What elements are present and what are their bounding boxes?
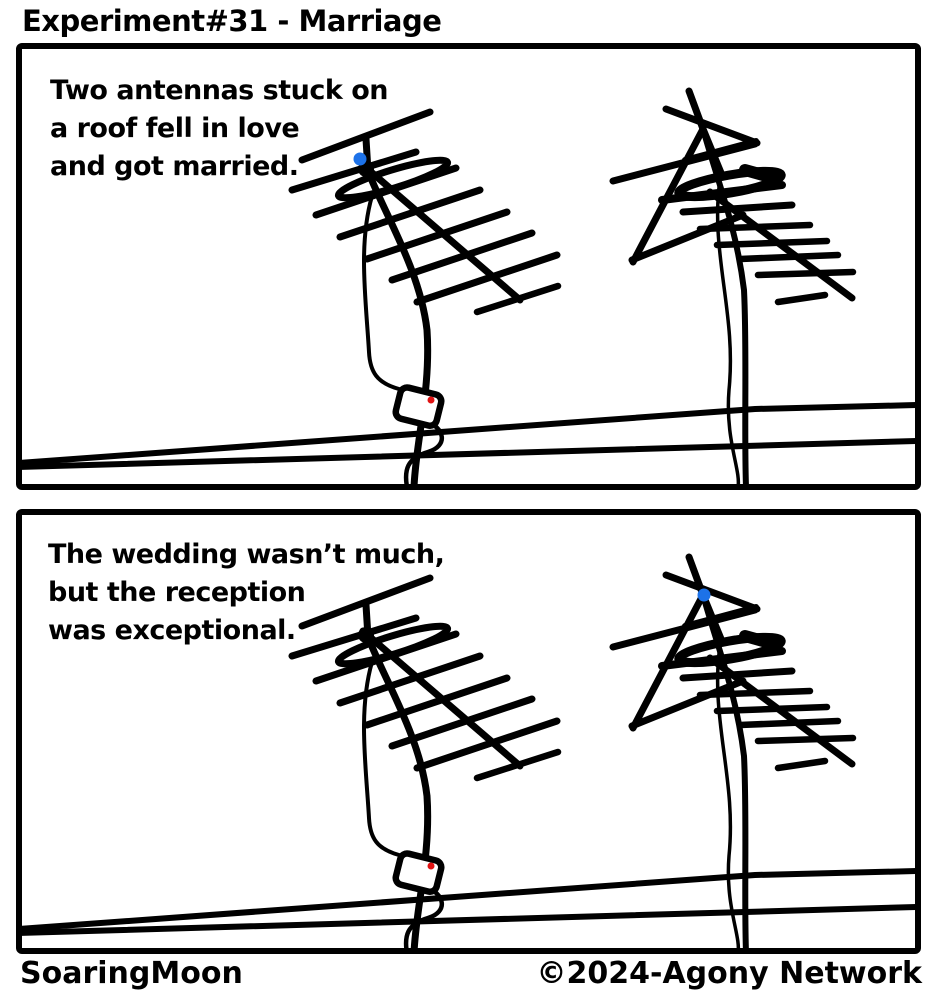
comic-title: Experiment#31 - Marriage — [22, 4, 442, 38]
caption-line: but the reception — [48, 577, 306, 608]
caption-line: was exceptional. — [48, 615, 296, 646]
panel-2-frame — [16, 509, 921, 954]
artist-signature: SoaringMoon — [20, 956, 243, 991]
signal-dot-panel-1 — [353, 152, 367, 166]
caption-line: The wedding wasn’t much, — [48, 539, 445, 570]
copyright-notice: ©2024-Agony Network — [536, 956, 922, 991]
panel-1-frame — [16, 43, 921, 490]
signal-dot-panel-2 — [697, 588, 711, 602]
caption-line: Two antennas stuck on — [50, 75, 388, 106]
panel-2-caption: The wedding wasn’t much, but the recepti… — [48, 536, 445, 650]
caption-line: a roof fell in love — [50, 113, 300, 144]
caption-line: and got married. — [50, 151, 299, 182]
panel-1-caption: Two antennas stuck on a roof fell in lov… — [50, 72, 388, 186]
